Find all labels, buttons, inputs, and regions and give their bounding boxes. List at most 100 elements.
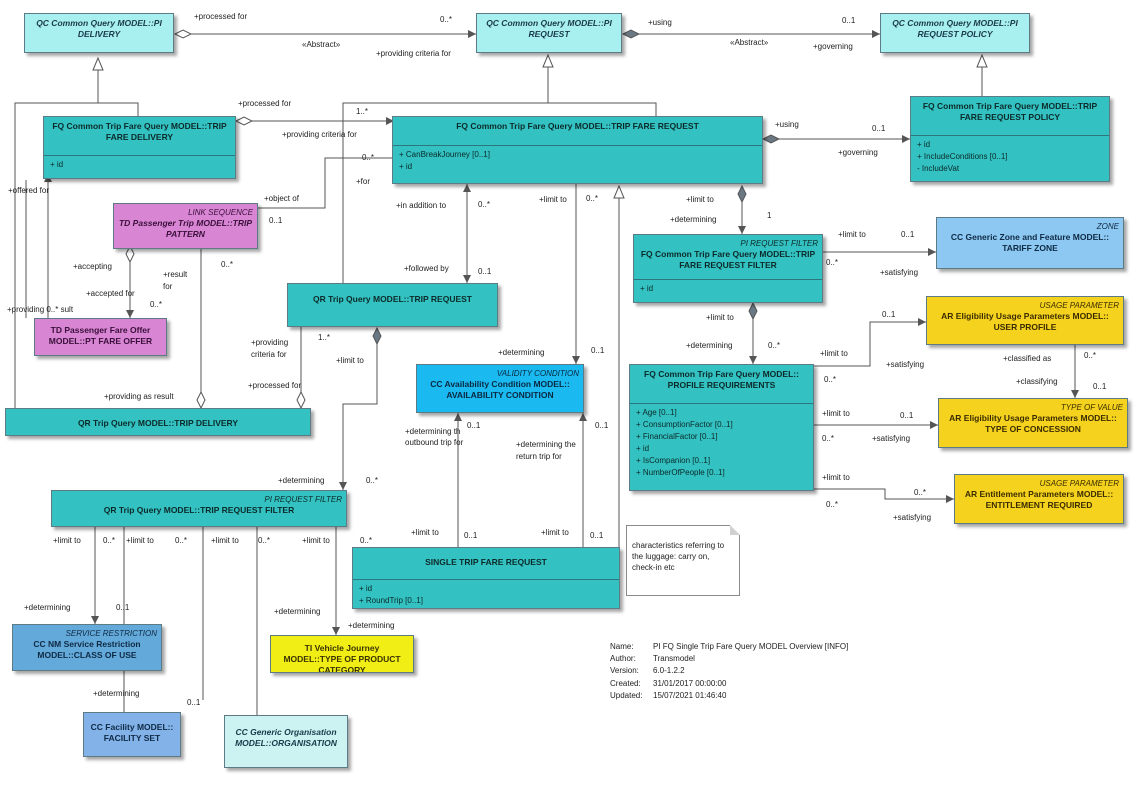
class-trip-fare-delivery[interactable]: FQ Common Trip Fare Query MODEL::TRIP FA… — [43, 116, 236, 179]
assoc-label: +governing — [838, 148, 878, 157]
info-key: Version: — [610, 666, 639, 676]
assoc-label: 0..* — [586, 194, 599, 203]
assoc-label: 0..1 — [478, 267, 492, 276]
assoc-label: 0..1 — [900, 411, 914, 420]
class-single-trip-fare-request[interactable]: SINGLE TRIP FARE REQUEST + id + RoundTri… — [352, 547, 620, 609]
assoc-label: +determining — [670, 215, 717, 224]
assoc-label: +classifying — [1016, 377, 1058, 386]
assoc-label: 1 — [767, 211, 772, 220]
assoc-label: +followed by — [404, 264, 449, 273]
assoc-label: +limit to — [411, 528, 439, 537]
class-trip-fare-request[interactable]: FQ Common Trip Fare Query MODEL::TRIP FA… — [392, 116, 763, 184]
class-trip-delivery[interactable]: QR Trip Query MODEL::TRIP DELIVERY — [5, 408, 311, 436]
class-trip-request[interactable]: QR Trip Query MODEL::TRIP REQUEST — [287, 283, 498, 327]
assoc-label: 0..* — [221, 260, 234, 269]
assoc-label: +limit to — [706, 313, 734, 322]
assoc-label: +determining th — [405, 427, 461, 436]
attribute: + NumberOfPeople [0..1] — [636, 468, 725, 477]
class-pt-fare-offer[interactable]: TD Passenger Fare Offer MODEL::PT FARE O… — [34, 318, 167, 356]
class-title: QR Trip Query MODEL::TRIP REQUEST FILTER — [103, 505, 295, 515]
assoc-label: 0..1 — [901, 230, 915, 239]
assoc-label: return trip for — [516, 452, 562, 461]
class-title: FQ Common Trip Fare Query MODEL::TRIP FA… — [456, 121, 699, 131]
assoc-label: +using — [648, 18, 672, 27]
assoc-label: +determining the — [516, 440, 576, 449]
attribute: + id — [399, 162, 413, 171]
assoc-label: +limit to — [838, 230, 866, 239]
class-pi-request[interactable]: QC Common Query MODEL::PI REQUEST — [476, 13, 622, 53]
assoc-label: for — [163, 282, 173, 291]
assoc-label: 0..* — [914, 488, 927, 497]
class-title: QR Trip Query MODEL::TRIP DELIVERY — [77, 418, 239, 428]
class-title: CC Generic Organisation MODEL::ORGANISAT… — [235, 727, 337, 748]
assoc-label: +governing — [813, 42, 853, 51]
assoc-label: +offered for — [8, 186, 49, 195]
class-profile-requirements[interactable]: FQ Common Trip Fare Query MODEL:: PROFIL… — [629, 364, 814, 491]
assoc-label: +in addition to — [396, 201, 447, 210]
class-facility-set[interactable]: CC Facility MODEL:: FACILITY SET — [83, 712, 181, 757]
stereotype: USAGE PARAMETER — [1039, 301, 1119, 310]
assoc-label: 0..* — [258, 536, 271, 545]
info-version: 6.0-1.2.2 — [653, 666, 685, 676]
assoc-label: +satisfying — [886, 360, 925, 369]
assoc-label: 0..1 — [464, 531, 478, 540]
assoc-label: +limit to — [822, 473, 850, 482]
class-trip-fare-request-policy[interactable]: FQ Common Trip Fare Query MODEL::TRIP FA… — [910, 96, 1110, 182]
assoc-label: 0..* — [1084, 351, 1097, 360]
assoc-label: 0..* — [478, 200, 491, 209]
class-title: CC NM Service Restriction MODEL::CLASS O… — [33, 639, 141, 660]
class-title: QC Common Query MODEL::PI REQUEST — [486, 18, 612, 39]
class-pi-delivery[interactable]: QC Common Query MODEL::PI DELIVERY — [24, 13, 174, 53]
class-title: TI Vehicle Journey MODEL::TYPE OF PRODUC… — [283, 643, 401, 673]
assoc-label: 0..* — [362, 153, 375, 162]
assoc-label: 0..* — [175, 536, 188, 545]
class-pi-request-policy[interactable]: QC Common Query MODEL::PI REQUEST POLICY — [880, 13, 1030, 53]
assoc-label: outbound trip for — [405, 438, 464, 447]
note-line: characteristics referring to — [632, 541, 725, 550]
assoc-label: +determining — [498, 348, 545, 357]
info-key: Name: — [610, 642, 634, 651]
assoc-label: +determining — [93, 689, 140, 698]
attribute: + IncludeConditions [0..1] — [917, 152, 1008, 161]
assoc-label: criteria for — [251, 350, 287, 359]
assoc-label: +limit to — [541, 528, 569, 537]
attribute: + FinancialFactor [0..1] — [636, 432, 718, 441]
stereotype: ZONE — [1096, 222, 1119, 231]
assoc-label: +limit to — [211, 536, 239, 545]
attribute: + id — [636, 444, 650, 453]
class-title: AR Entitlement Parameters MODEL:: ENTITL… — [964, 489, 1114, 510]
assoc-label: 0..* — [440, 15, 453, 24]
class-title: QR Trip Query MODEL::TRIP REQUEST — [313, 294, 472, 304]
assoc-label: 0..1 — [116, 603, 130, 612]
class-title: CC Generic Zone and Feature MODEL:: TARI… — [950, 232, 1110, 253]
assoc-label: +processed for — [238, 99, 292, 108]
assoc-label: 0..* — [768, 341, 781, 350]
diagram-info: Name:PI FQ Single Trip Fare Query MODEL … — [610, 641, 848, 702]
assoc-label: 0..* — [824, 375, 837, 384]
class-organisation[interactable]: CC Generic Organisation MODEL::ORGANISAT… — [224, 715, 348, 768]
info-key: Created: — [610, 678, 641, 688]
assoc-label: 0..* — [360, 536, 373, 545]
stereotype: LINK SEQUENCE — [188, 208, 253, 217]
assoc-label: 0..1 — [187, 698, 201, 707]
assoc-label: +determining — [686, 341, 733, 350]
assoc-label: 0..* — [366, 476, 379, 485]
info-key: Updated: — [610, 690, 643, 700]
attribute: + id — [640, 284, 654, 293]
class-title: QC Common Query MODEL::PI DELIVERY — [36, 18, 162, 39]
assoc-label: 1..* — [356, 107, 369, 116]
class-title: AR Eligibility Usage Parameters MODEL:: … — [941, 311, 1109, 332]
assoc-label: +determining — [278, 476, 325, 485]
assoc-label: +limit to — [822, 409, 850, 418]
class-type-of-product-category[interactable]: TI Vehicle Journey MODEL::TYPE OF PRODUC… — [270, 635, 414, 673]
attribute: + Age [0..1] — [636, 408, 677, 417]
